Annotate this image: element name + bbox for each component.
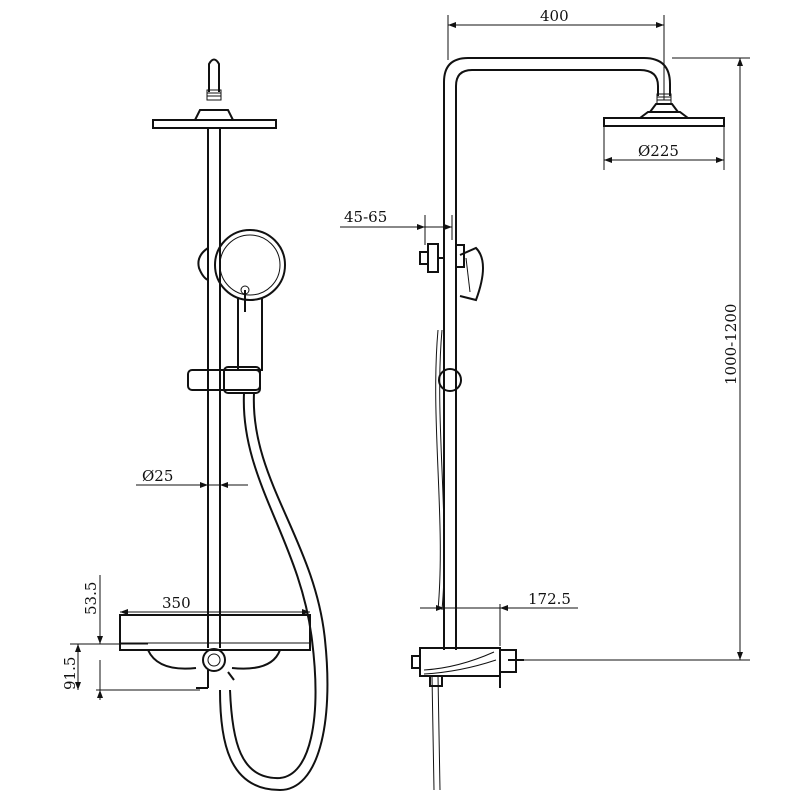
front-top-inlet: [208, 58, 220, 92]
front-holder: [197, 247, 209, 281]
front-valve-knob: [202, 648, 226, 672]
dim-width-350: 350: [120, 594, 310, 615]
dim-label-25: Ø25: [142, 467, 173, 485]
dim-label-400: 400: [540, 7, 569, 25]
dim-heights-left: 53.5 91.5: [61, 575, 200, 700]
dim-label-53-5: 53.5: [82, 582, 100, 615]
side-wall-bracket: [427, 243, 439, 273]
side-hand-shower: [459, 246, 484, 302]
dim-diameter-25: Ø25: [136, 467, 248, 488]
front-head-shower: [152, 119, 277, 129]
front-shelf: [119, 614, 311, 651]
side-top-arm: [443, 57, 671, 222]
dim-label-91-5: 91.5: [61, 657, 79, 690]
dim-label-225: Ø225: [638, 142, 679, 160]
dim-diameter-225: Ø225: [603, 126, 725, 170]
side-view: 400 Ø225 45-65: [340, 7, 750, 791]
front-top-nut: [206, 89, 222, 101]
side-hose: [435, 329, 445, 611]
dim-offset-172-5: 172.5: [420, 590, 578, 646]
front-view: Ø25 350 53.5: [61, 58, 329, 792]
dim-height-1000-1200: 1000-1200: [522, 57, 750, 661]
dim-label-45-65: 45-65: [344, 208, 387, 226]
side-mixer-body: [419, 647, 501, 677]
side-slider-knob: [438, 368, 462, 392]
dim-label-172-5: 172.5: [528, 590, 571, 608]
dim-label-350: 350: [162, 594, 191, 612]
side-head-shower: [603, 117, 725, 127]
front-hand-shower: [214, 229, 286, 301]
dim-width-400: 400: [447, 7, 665, 100]
front-hose: [229, 392, 317, 780]
dim-range-45-65: 45-65: [340, 208, 453, 245]
front-hand-shower-handle: [237, 298, 263, 371]
dim-label-1000-1200: 1000-1200: [722, 304, 740, 385]
